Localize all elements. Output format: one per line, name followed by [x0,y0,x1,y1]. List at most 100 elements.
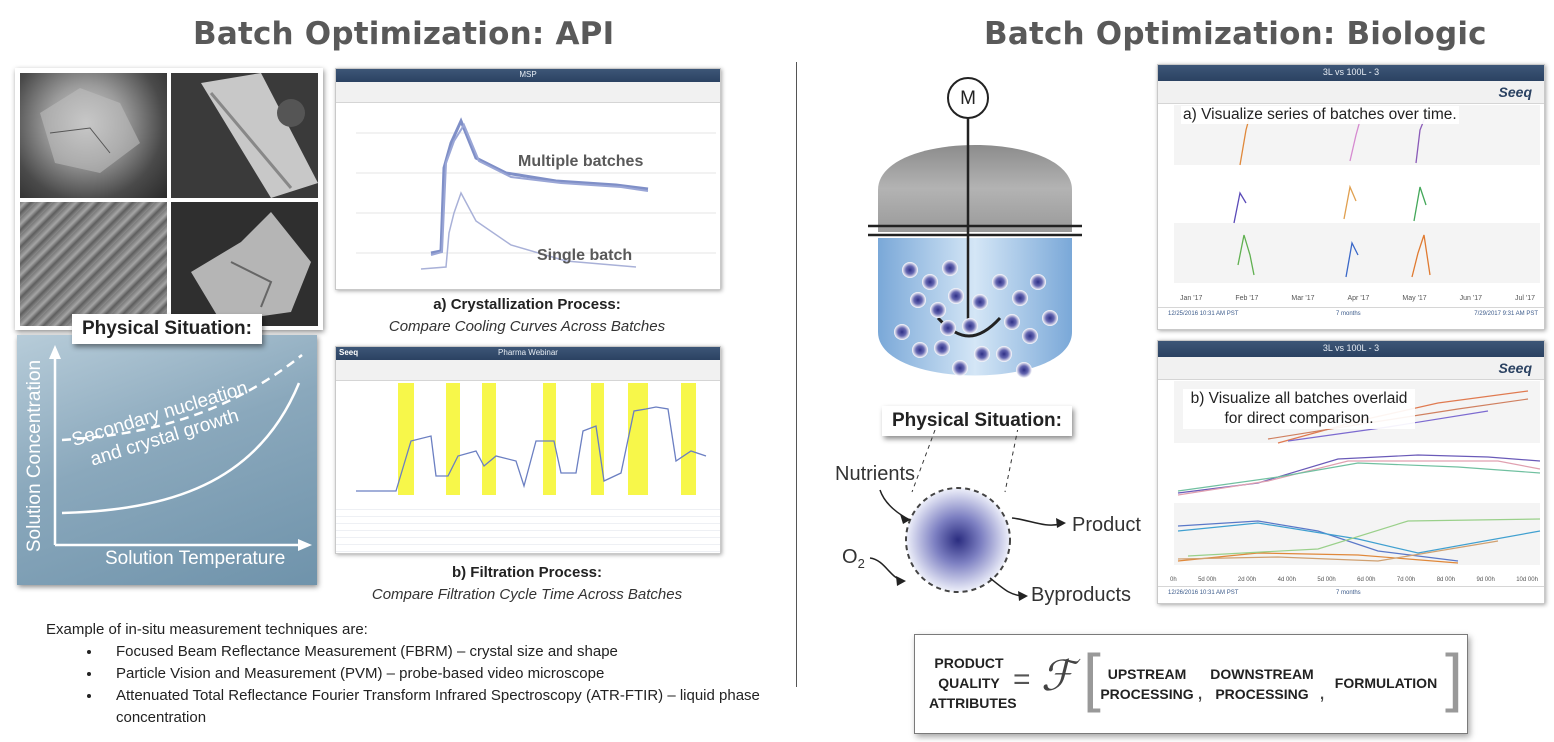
upstream-line: PROCESSING [1100,686,1194,702]
toolbar [336,360,720,381]
o2-text: O [842,546,858,568]
toolbar: Seeq [1158,81,1544,104]
filtration-screenshot: Seeq Pharma Webinar [335,346,721,554]
time-tick: 9d 00h [1476,577,1495,583]
quality-formula: PRODUCT QUALITY ATTRIBUTES = ℱ [ UPSTREA… [914,634,1468,734]
biologic-series-screenshot: 3L vs 100L - 3 Seeq Jan '17 Feb '17 Mar … [1157,64,1545,330]
toolbar [336,82,720,103]
footer-start: 12/26/2016 10:31 AM PST [1168,590,1239,596]
sem-image-grid [15,68,323,330]
month-tick: Jan '17 [1180,295,1203,302]
sem-image-4 [171,202,318,326]
upstream-line: UPSTREAM [1107,666,1187,682]
footer-duration: 7 months [1336,311,1361,317]
multiple-batches-label: Multiple batches [518,153,644,171]
formula-equals: = [1013,663,1031,696]
technique-item: Focused Beam Reflectance Measurement (FB… [102,641,766,663]
toolbar: Seeq [1158,357,1544,380]
time-tick: 6d 00h [1357,577,1376,583]
caption-a-subtitle: Compare Cooling Curves Across Batches [388,318,666,335]
time-tick: 5d 00h [1198,577,1217,583]
o2-label: O2 [842,546,865,571]
time-tick: 10d 00h [1516,577,1538,583]
time-axis: Jan '17 Feb '17 Mar '17 Apr '17 May '17 … [1180,295,1535,302]
time-axis: 0h 5d 00h 2d 00h 4d 00h 5d 00h 6d 00h 7d… [1170,577,1538,583]
single-batch-label: Single batch [537,247,633,264]
time-tick: 8d 00h [1436,577,1456,583]
formula-lhs: PRODUCT QUALITY ATTRIBUTES [929,653,1017,713]
details-table [336,503,720,553]
formula-right-bracket: ] [1445,641,1463,713]
crystallization-screenshot: MSP Multiple batches Single batch [335,68,721,290]
right-title: Batch Optimization: Biologic [984,16,1487,52]
section-divider [796,62,797,687]
lhs-line: PRODUCT [934,655,1004,671]
right-physical-situation-label: Physical Situation: [882,406,1072,436]
lhs-line: ATTRIBUTES [929,695,1017,711]
time-footer: 12/26/2016 10:31 AM PST 7 months [1158,586,1544,601]
footer-end: 7/29/2017 9:31 AM PST [1474,311,1538,317]
technique-item: Attenuated Total Reflectance Fourier Tra… [102,685,766,729]
series-annotation: a) Visualize series of batches over time… [1181,106,1459,124]
overlay-annotation: b) Visualize all batches overlaid for di… [1183,389,1415,429]
graph-y-label: Solution Concentration [24,359,45,553]
time-tick: 7d 00h [1396,577,1416,583]
formula-downstream: DOWNSTREAM PROCESSING [1207,664,1317,704]
month-tick: Mar '17 [1291,295,1315,302]
formula-left-bracket: [ [1083,641,1101,713]
formula-comma: , [1197,679,1204,704]
window-titlebar: Seeq Pharma Webinar [336,347,720,360]
downstream-line: DOWNSTREAM [1210,666,1314,682]
caption-b-subtitle: Compare Filtration Cycle Time Across Bat… [371,586,683,603]
sem-image-2 [171,73,318,198]
time-tick: 4d 00h [1277,577,1296,583]
formula-comma: , [1319,679,1326,704]
byproducts-label: Byproducts [1031,584,1132,606]
sem-image-3 [20,202,167,326]
motor-label: M [960,88,976,109]
downstream-line: PROCESSING [1215,686,1309,702]
month-tick: Feb '17 [1235,295,1259,302]
overlay-annotation-line-1: b) Visualize all batches overlaid [1190,390,1408,407]
window-title: MSP [519,70,537,79]
seeq-logo: Seeq [1498,360,1532,376]
cell-zoom-diagram [869,430,1066,601]
window-titlebar: 3L vs 100L - 3 [1158,65,1544,81]
techniques-list: Example of in-situ measurement technique… [46,619,766,729]
left-title: Batch Optimization: API [193,16,615,52]
formula-formulation: FORMULATION [1334,675,1438,691]
caption-a-title: a) Crystallization Process: [433,296,621,313]
bioreactor-diagram [868,77,1082,378]
biologic-overlay-screenshot: 3L vs 100L - 3 Seeq 0h 5d 00h 2d 00h 4d … [1157,340,1545,604]
time-tick: 2d 00h [1237,577,1257,583]
footer-start: 12/25/2016 10:31 AM PST [1168,311,1239,317]
solubility-graph: Solution Concentration Solution Temperat… [17,335,317,585]
product-label: Product [1072,514,1141,536]
window-title: 3L vs 100L - 3 [1322,343,1380,353]
technique-item: Particle Vision and Measurement (PVM) – … [102,663,766,685]
month-tick: Jul '17 [1514,295,1535,302]
footer-duration: 7 months [1336,590,1361,596]
window-title: 3L vs 100L - 3 [1322,67,1380,77]
window-titlebar: MSP [336,69,720,82]
graph-x-label: Solution Temperature [105,548,286,569]
caption-b-title: b) Filtration Process: [451,564,603,581]
time-tick: 0h [1170,577,1177,583]
window-titlebar: 3L vs 100L - 3 [1158,341,1544,357]
seeq-logo: Seeq [1498,84,1532,100]
month-tick: Apr '17 [1347,295,1370,302]
techniques-intro: Example of in-situ measurement technique… [46,621,368,638]
formula-upstream: UPSTREAM PROCESSING [1097,664,1197,704]
overlay-annotation-line-2: for direct comparison. [1224,410,1374,427]
nutrients-label: Nutrients [835,463,916,485]
seeq-logo: Seeq [339,348,359,357]
formula-function: ℱ [1041,651,1075,700]
left-physical-situation-label: Physical Situation: [72,314,262,344]
month-tick: Jun '17 [1459,295,1483,302]
window-title: Pharma Webinar [498,348,558,357]
lhs-line: QUALITY [938,675,1000,691]
o2-subscript: 2 [857,556,865,571]
time-tick: 5d 00h [1317,577,1336,583]
sem-image-1 [20,73,167,198]
time-footer: 12/25/2016 10:31 AM PST 7 months 7/29/20… [1158,307,1544,322]
